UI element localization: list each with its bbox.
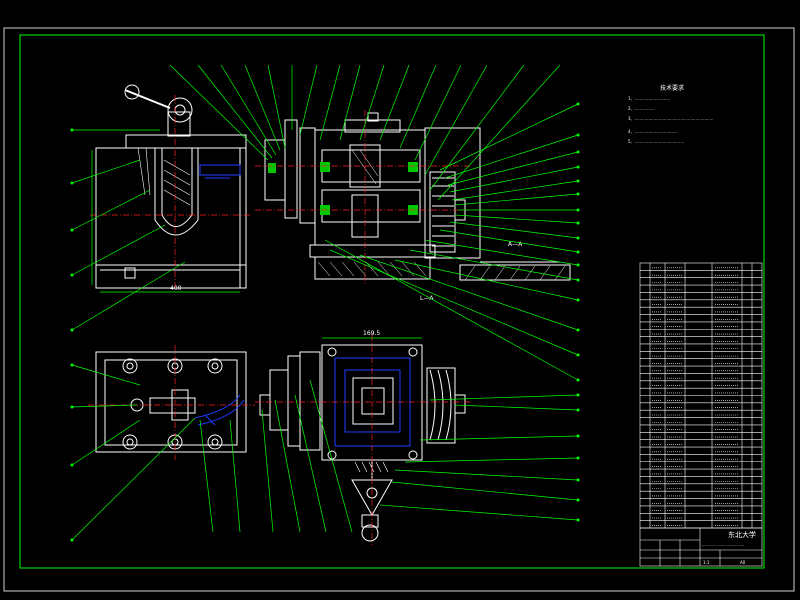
- section-a-a-detail: [459, 261, 571, 281]
- title-block-scale: 1:1: [703, 560, 710, 565]
- top-left-centerlines: [90, 95, 250, 290]
- plate-centerlines: [88, 345, 255, 460]
- plate-top-view: [95, 351, 247, 453]
- leader-end-marks: [70, 102, 580, 542]
- gearbox-top-teeth: [354, 461, 389, 473]
- gearbox-top-centerlines: [255, 335, 470, 545]
- drawing-frame: [3, 27, 795, 592]
- technical-notes: 技术要求 1、............................ 2、..…: [628, 84, 713, 144]
- dim-left-view: 400: [91, 150, 240, 293]
- dim-gearbox-top-text: 169.5: [363, 330, 380, 337]
- title-block-school: 东北大学: [728, 530, 756, 539]
- notes-title: 技术要求: [660, 84, 684, 92]
- section-label-l-a: L—A: [420, 295, 434, 302]
- note-3: 3、......................................…: [628, 116, 713, 121]
- title-block-sheet: A0: [740, 560, 746, 565]
- title-block-subtitle: ......................................: [702, 543, 744, 547]
- leader-lines: [71, 64, 579, 541]
- dim-left-view-text: 400: [170, 285, 182, 292]
- section-label-a-a: A—A: [508, 241, 523, 248]
- note-5: 5、......................................…: [628, 139, 684, 144]
- plate-hidden-lines: [194, 394, 245, 426]
- gearbox-centerlines: [255, 110, 470, 285]
- note-2: 2、................: [628, 106, 655, 111]
- section-a-a-hatching: [464, 265, 566, 281]
- note-4: 4、..................................: [628, 129, 678, 134]
- top-left-hatching: [137, 147, 191, 206]
- note-1: 1、............................: [628, 96, 670, 101]
- dim-gearbox-top: 169.5: [322, 330, 422, 339]
- title-block: 东北大学 ...................................…: [639, 527, 763, 567]
